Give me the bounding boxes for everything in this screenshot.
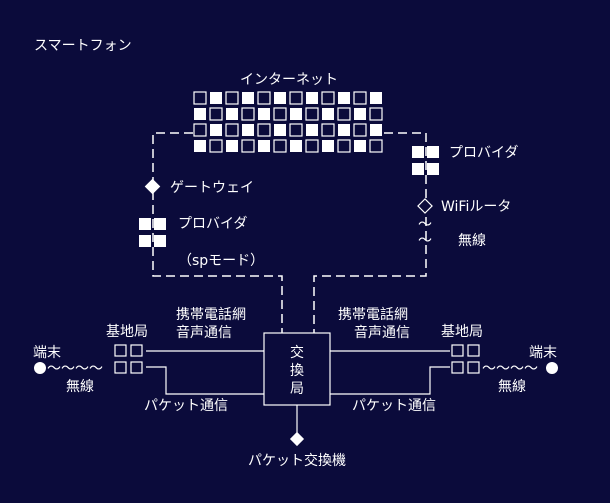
internet-grid-cell [242, 124, 254, 136]
internet-grid-cell [274, 92, 286, 104]
internet-grid-cell [274, 124, 286, 136]
right-voice-label: 音声通信 [354, 324, 410, 341]
internet-grid-cell [337, 107, 351, 121]
internet-grid-cell [306, 124, 318, 136]
wifi-wave-2: 〜 [418, 233, 432, 249]
internet-grid-cell [194, 108, 206, 120]
internet-grid-cell [305, 139, 319, 153]
left-packet-label: パケット通信 [144, 398, 228, 414]
internet-grid-cell [258, 108, 270, 120]
internet-grid-cell [322, 140, 334, 152]
left-base-station-icon [114, 344, 143, 374]
internet-grid-cell [209, 107, 223, 121]
internet-grid-cell [257, 91, 271, 105]
internet-grid-cell [289, 123, 303, 137]
internet-grid-cell [210, 92, 222, 104]
left-wireless-label: 無線 [66, 379, 94, 395]
right-packet-label: パケット通信 [352, 398, 436, 414]
sp-mode-label: （spモード） [178, 253, 264, 269]
internet-grid-cell [242, 92, 254, 104]
internet-grid-cell [289, 91, 303, 105]
wifi-router-label: WiFiルータ [441, 199, 511, 215]
internet-grid-cell [322, 108, 334, 120]
internet-grid-cell [306, 92, 318, 104]
internet-grid-cell [354, 140, 366, 152]
internet-grid-cell [321, 123, 335, 137]
gateway-label: ゲートウェイ [170, 180, 254, 196]
right-provider-icon [412, 146, 439, 175]
packet-exchange-diamond-icon [289, 431, 305, 447]
internet-label: インターネット [240, 72, 338, 88]
internet-grid-cell [338, 124, 350, 136]
internet-grid-cell [241, 107, 255, 121]
internet-grid-cell [258, 140, 270, 152]
internet-grid-cell [226, 108, 238, 120]
internet-grid-cell [194, 140, 206, 152]
internet-grid-cell [353, 123, 367, 137]
left-wave: 〜〜〜〜 [47, 361, 103, 377]
right-wave: 〜〜〜〜 [482, 361, 538, 377]
left-network-label: 携帯電話網 [176, 306, 246, 323]
exchange-label-2: 換 [290, 363, 304, 379]
wifi-router-diamond-icon [417, 198, 433, 214]
right-terminal-icon [546, 362, 558, 374]
right-terminal-label: 端末 [529, 345, 557, 361]
exchange-label-1: 交 [290, 344, 304, 361]
right-internet-link [313, 132, 427, 333]
internet-grid-cell [226, 140, 238, 152]
internet-grid-cell [369, 139, 383, 153]
internet-grid-cell [337, 139, 351, 153]
internet-grid-cell [369, 107, 383, 121]
internet-grid-cell [354, 108, 366, 120]
diagram-title: スマートフォン [34, 38, 132, 54]
gateway-diamond-icon [144, 178, 161, 195]
internet-grid-cell [193, 123, 207, 137]
packet-exchange-label: パケット交換機 [248, 452, 346, 469]
left-terminal-icon [34, 362, 46, 374]
internet-grid-cell [290, 108, 302, 120]
internet-grid-cell [273, 107, 287, 121]
right-provider-label: プロバイダ [449, 145, 518, 161]
right-base-station-label: 基地局 [441, 323, 483, 340]
right-base-station-icon [451, 344, 480, 374]
internet-grid-cell [321, 91, 335, 105]
internet-grid-cell [257, 123, 271, 137]
internet-grid-cell [370, 92, 382, 104]
internet-grid-cell [209, 139, 223, 153]
internet-grid-cell [210, 124, 222, 136]
internet-grid-icon [193, 91, 383, 153]
left-packet-line [146, 366, 264, 395]
internet-grid-cell [225, 91, 239, 105]
internet-grid-cell [353, 91, 367, 105]
right-packet-line [330, 366, 450, 395]
internet-grid-cell [241, 139, 255, 153]
left-base-station-label: 基地局 [106, 323, 148, 340]
wifi-wireless-label: 無線 [458, 233, 486, 249]
left-voice-label: 音声通信 [176, 324, 232, 341]
internet-grid-cell [338, 92, 350, 104]
right-wireless-label: 無線 [498, 379, 526, 395]
left-provider-icon [139, 218, 166, 247]
left-terminal-label: 端末 [33, 345, 61, 361]
left-internet-link [152, 132, 283, 333]
internet-grid-cell [305, 107, 319, 121]
internet-grid-cell [370, 124, 382, 136]
right-network-label: 携帯電話網 [338, 306, 408, 323]
internet-grid-cell [225, 123, 239, 137]
internet-grid-cell [193, 91, 207, 105]
exchange-label-3: 局 [290, 381, 304, 397]
wifi-wave-1: 〜 [418, 217, 432, 233]
left-provider-label: プロバイダ [178, 216, 247, 232]
internet-grid-cell [290, 140, 302, 152]
internet-grid-cell [273, 139, 287, 153]
